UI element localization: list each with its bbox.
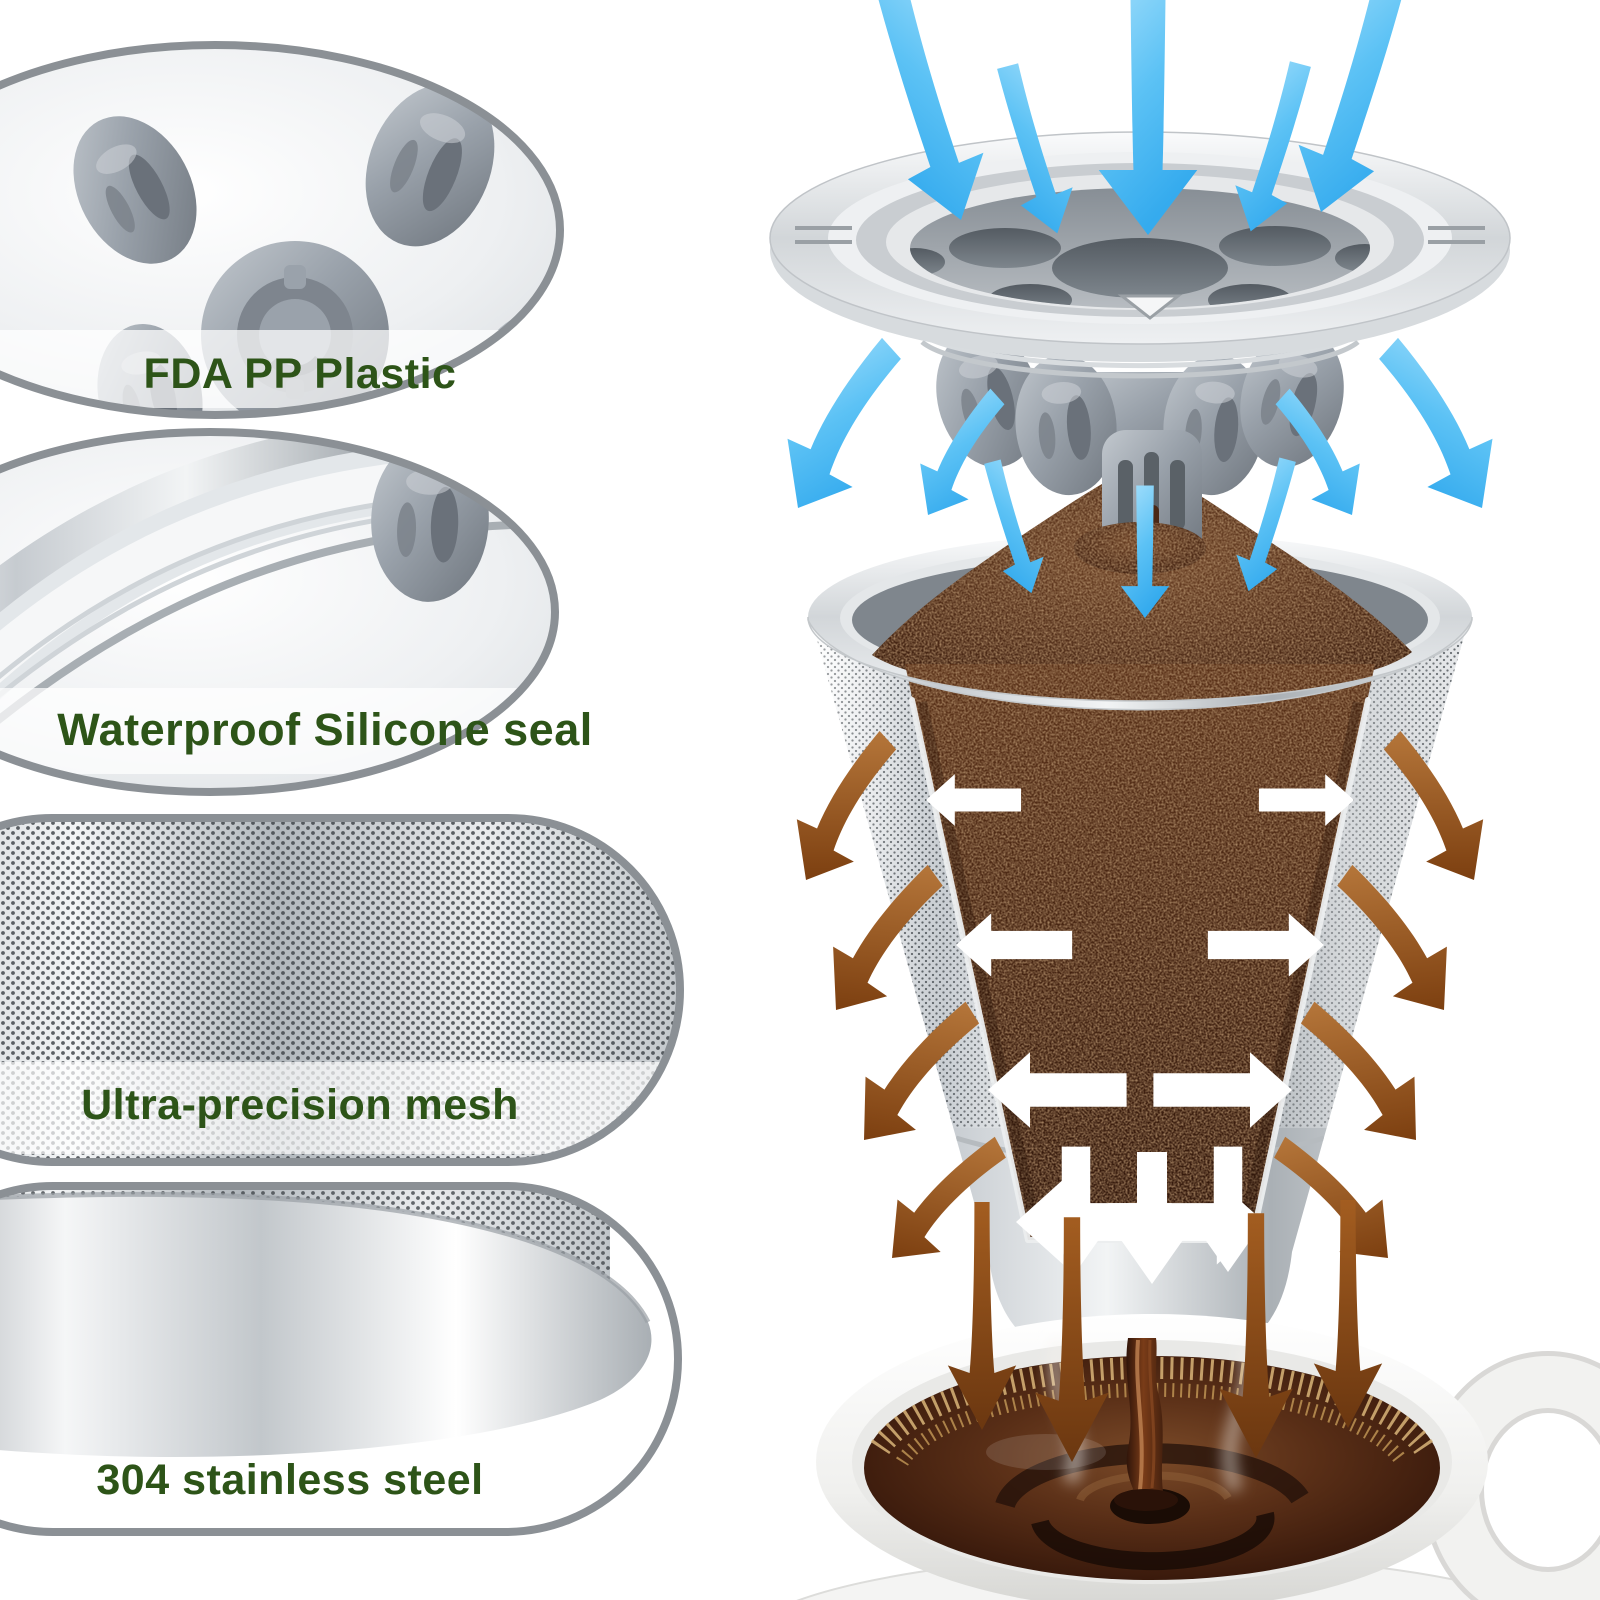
coffee-mug — [796, 1314, 1600, 1600]
water-flow-arrow — [1379, 337, 1493, 508]
callout-border — [0, 1182, 682, 1536]
callout-art-steel-band — [0, 1186, 670, 1532]
callout-label-fda-pp-plastic: FDA PP Plastic — [143, 350, 457, 398]
water-flow-arrow — [787, 337, 901, 508]
lid-triangle-mark — [1117, 294, 1183, 320]
cup-rim-front — [807, 616, 1473, 711]
lid-alignment-marks — [795, 226, 1485, 244]
callout-stainless-steel — [0, 1182, 682, 1536]
label-band — [0, 1062, 680, 1154]
callout-label-ultra-precision-mesh: Ultra-precision mesh — [81, 1081, 519, 1129]
callout-label-304-stainless-steel: 304 stainless steel — [96, 1456, 484, 1504]
callout-art-seal-ring — [0, 432, 555, 792]
coffee-stream — [1114, 1338, 1178, 1511]
callout-fda-pp-plastic — [0, 41, 564, 419]
callout-silicone-seal — [0, 428, 559, 796]
callout-border — [0, 814, 684, 1166]
callout-precision-mesh — [0, 814, 684, 1166]
callout-border — [0, 41, 564, 419]
callout-border — [0, 428, 559, 796]
callout-label-waterproof-silicone-seal: Waterproof Silicone seal — [57, 704, 593, 755]
stream-splash — [1114, 1489, 1178, 1511]
callout-art-mesh — [0, 818, 680, 1162]
water-flow-arrows-top — [873, 0, 1409, 236]
